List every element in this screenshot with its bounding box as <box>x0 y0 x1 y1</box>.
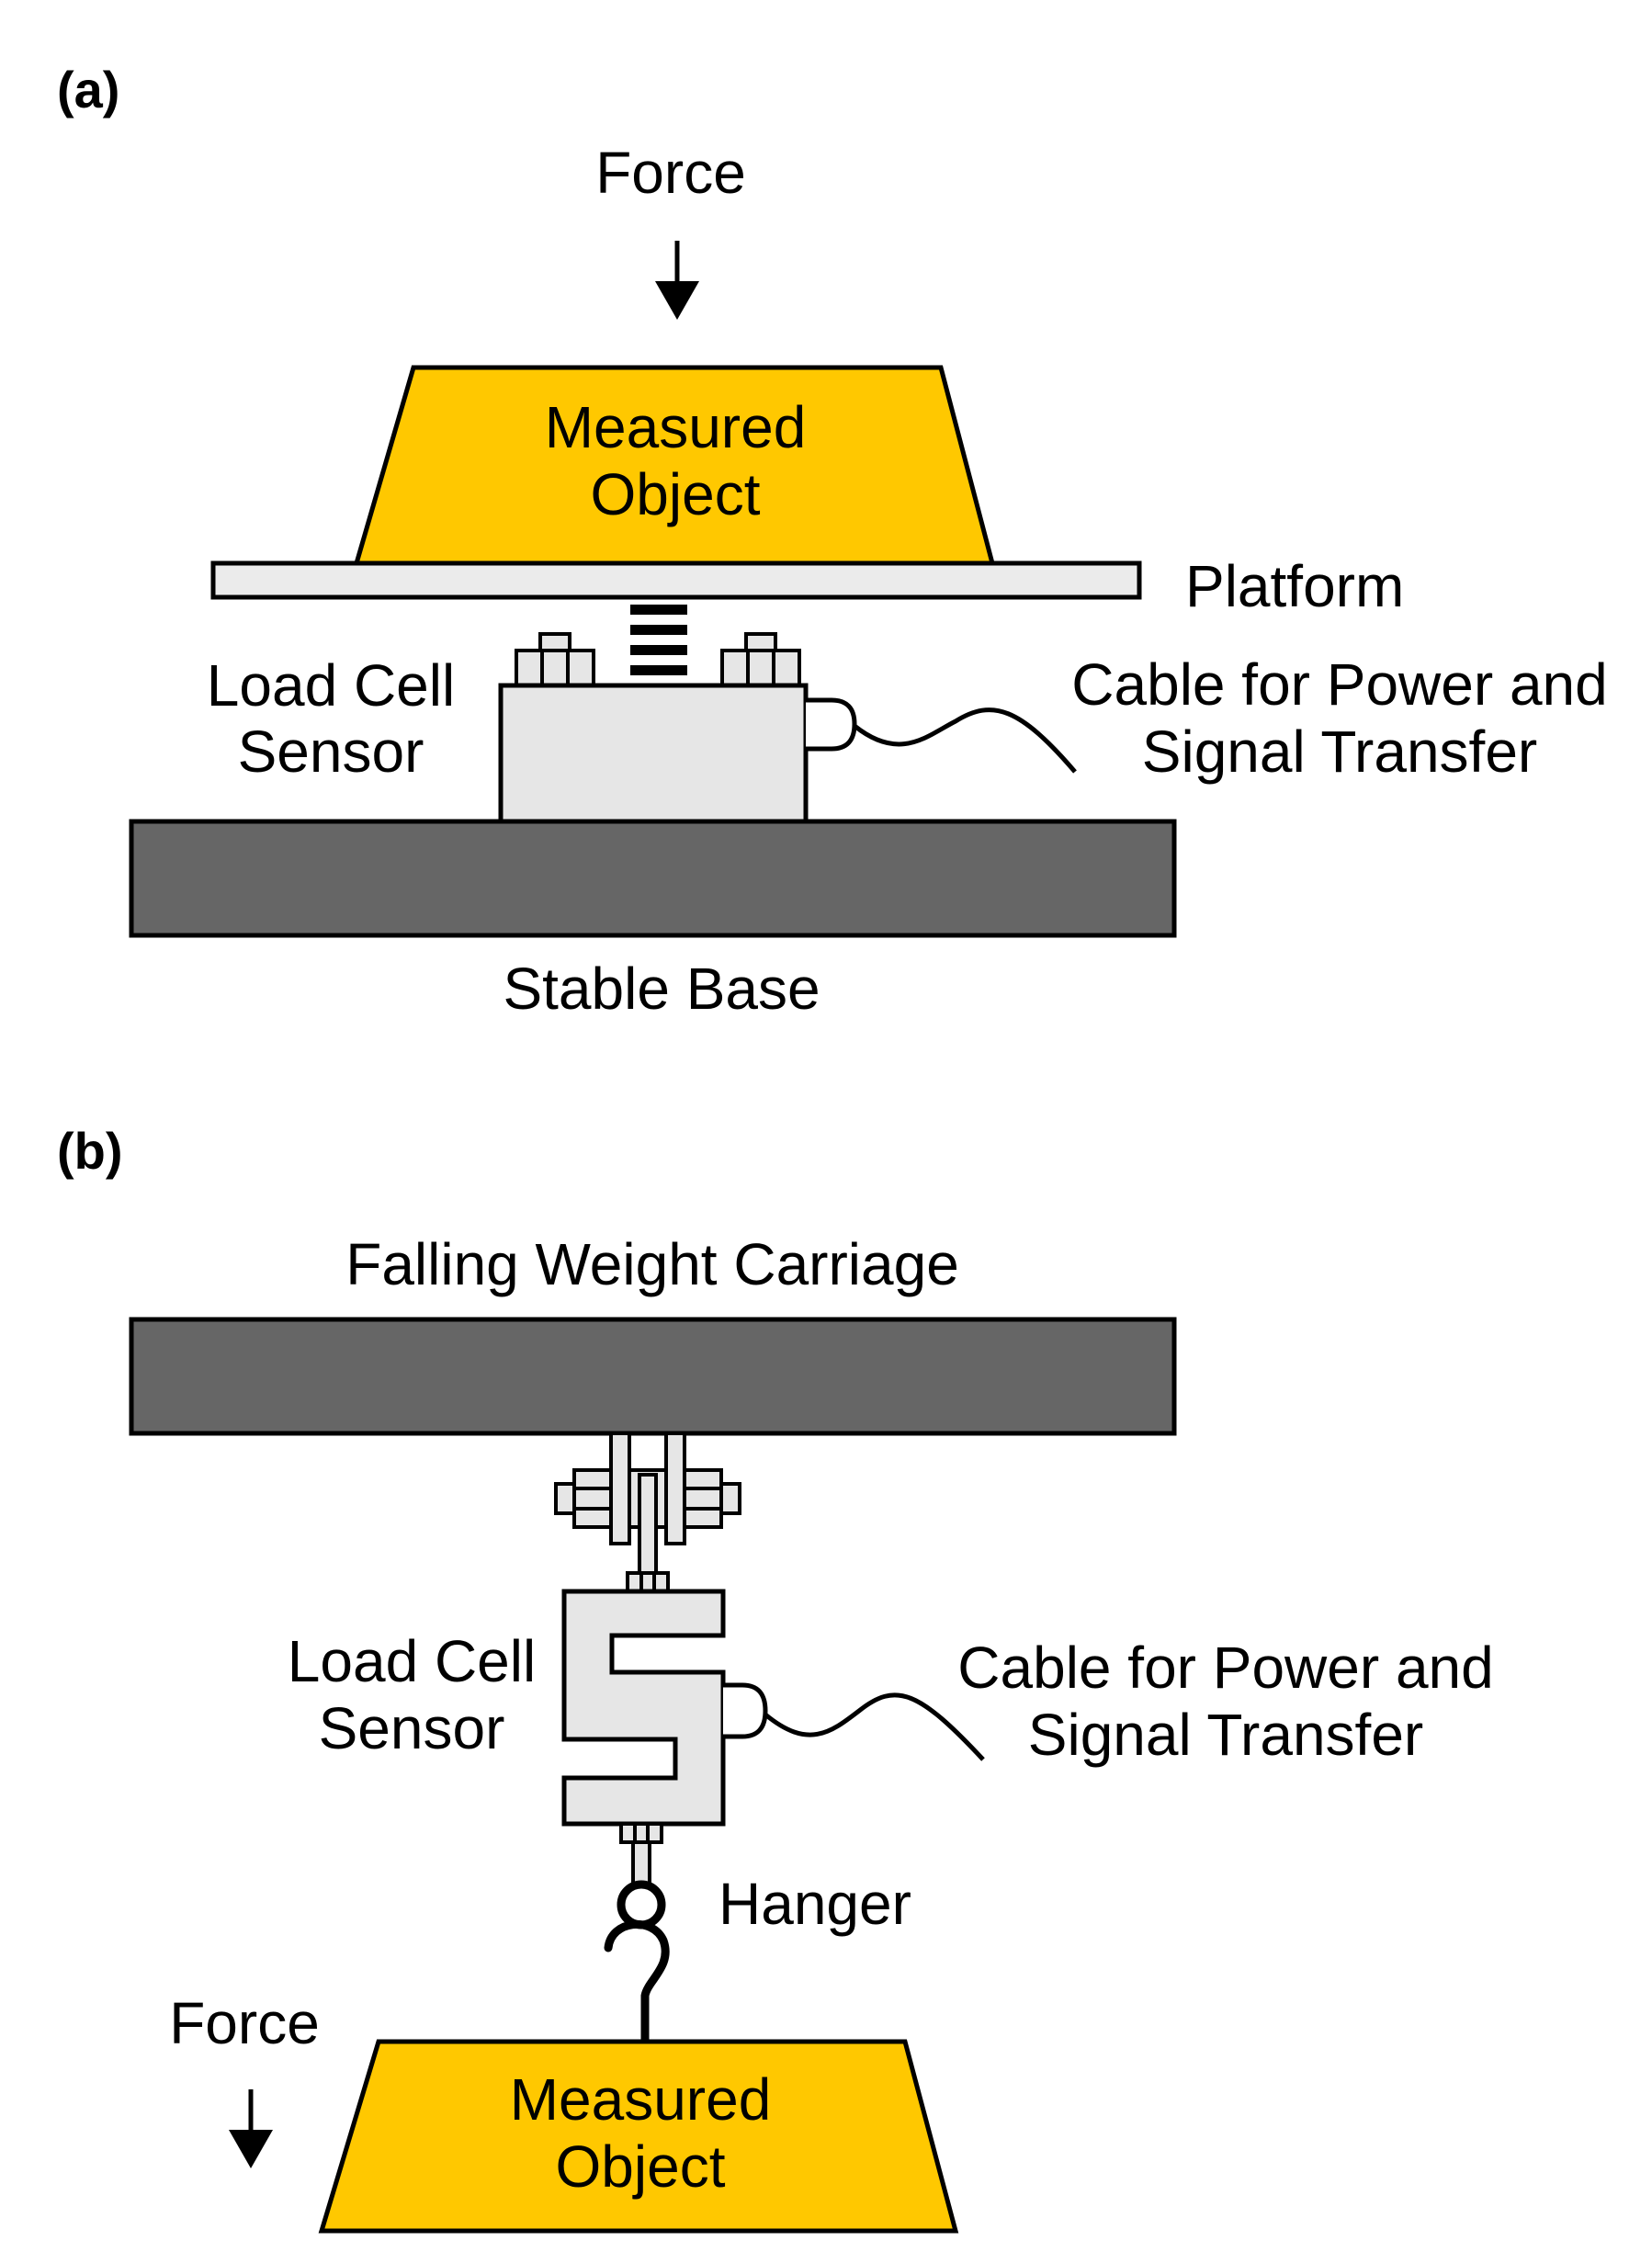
panel-a: (a) Force Measured Object Platform <box>57 61 1608 1022</box>
bolt-left-a <box>515 632 595 687</box>
stable-base <box>129 819 1177 938</box>
panel-b-tag: (b) <box>57 1122 123 1180</box>
force-arrow-b <box>229 2089 273 2168</box>
cable-b <box>764 1692 985 1761</box>
object-label-a-line2: Object <box>591 461 761 527</box>
cable-connector-b <box>723 1682 768 1739</box>
cable-connector-a <box>806 697 857 752</box>
cable-a <box>853 707 1077 774</box>
sensor-label-b-line2: Sensor <box>319 1695 505 1761</box>
force-arrow-a <box>655 241 699 320</box>
measured-object-b <box>318 2039 959 2234</box>
cable-label-b-line1: Cable for Power and <box>957 1635 1493 1701</box>
sensor-label-a-line1: Load Cell <box>207 652 455 719</box>
object-label-b-line1: Measured <box>510 2066 772 2133</box>
falling-weight-carriage <box>129 1317 1177 1436</box>
panel-a-tag: (a) <box>57 61 119 119</box>
platform-label: Platform <box>1185 553 1404 619</box>
sensor-label-b-line1: Load Cell <box>288 1628 536 1694</box>
carriage-label: Falling Weight Carriage <box>345 1231 959 1297</box>
force-label-b: Force <box>169 1990 320 2056</box>
cable-label-a-line2: Signal Transfer <box>1142 719 1537 785</box>
load-cell-sensor-a <box>498 683 809 824</box>
hanger-label: Hanger <box>719 1871 911 1937</box>
platform <box>210 560 1142 600</box>
hanger-hook <box>604 1880 670 2046</box>
object-label-a-line1: Measured <box>545 394 807 460</box>
cable-label-b-line2: Signal Transfer <box>1028 1702 1423 1768</box>
base-label: Stable Base <box>503 956 820 1022</box>
object-label-b-line2: Object <box>556 2133 726 2200</box>
bolt-right-a <box>720 632 801 687</box>
load-button-stack <box>630 605 687 675</box>
lower-rod <box>619 1822 663 1888</box>
upper-rod <box>626 1473 670 1593</box>
force-label-a: Force <box>595 140 746 206</box>
cable-label-a-line1: Cable for Power and <box>1071 651 1607 718</box>
load-cell-sensor-b <box>561 1589 726 1827</box>
sensor-label-a-line2: Sensor <box>238 719 424 785</box>
panel-b: (b) Falling Weight Carriage <box>57 1122 1494 2234</box>
